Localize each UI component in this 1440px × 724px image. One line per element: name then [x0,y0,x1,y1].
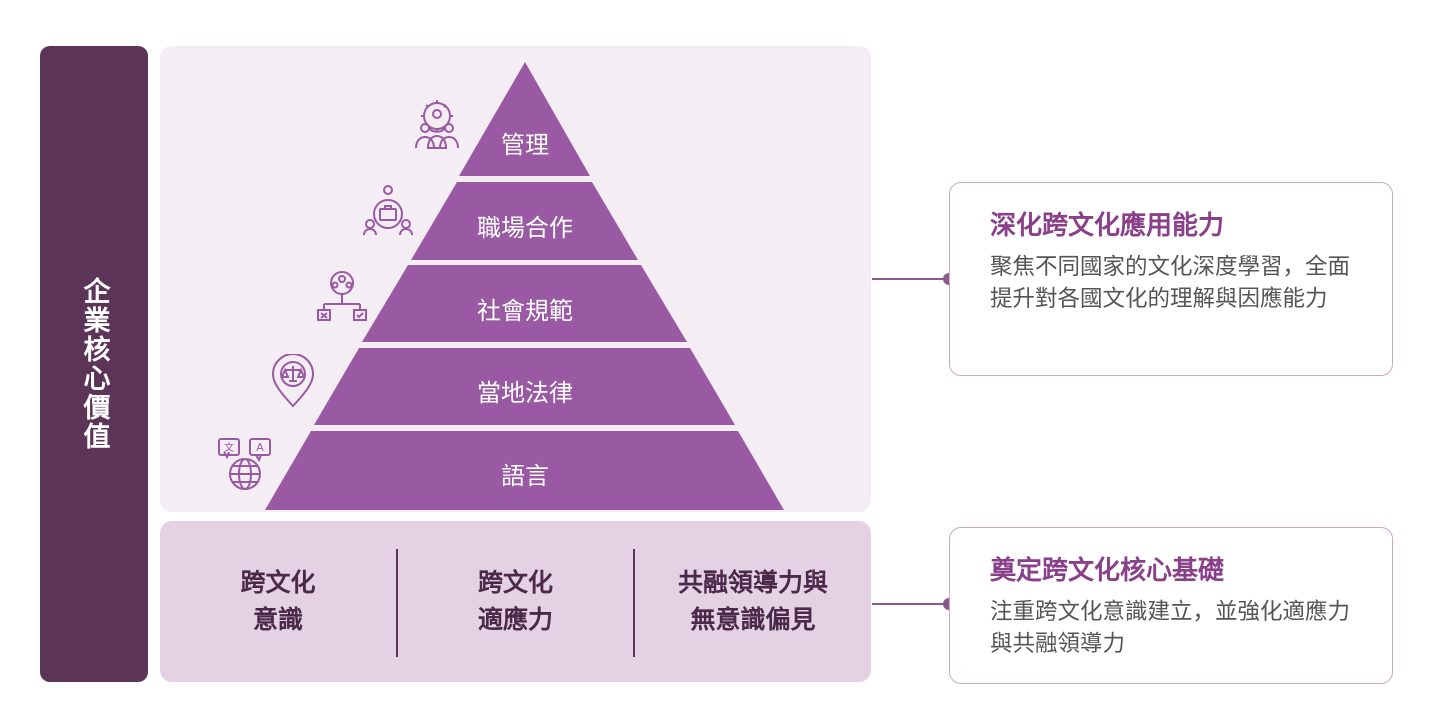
core-values-label: 企業核心價值 [78,277,110,451]
pyramid-label-workplace: 職場合作 [477,214,573,242]
team-gear-icon [415,100,459,149]
people-decision-icon [317,271,367,321]
pyramid-level-2 [411,182,638,260]
callout-title: 奠定跨文化核心基礎 [990,556,1225,586]
callout-body: 注重跨文化意識建立，並強化適應力與共融領導力 [990,599,1351,657]
foundation-col-adaptability: 跨文化 適應力 [398,521,633,682]
callout-deepen: 深化跨文化應用能力 聚焦不同國家的文化深度學習，全面提升對各國文化的理解與因應能… [949,182,1393,376]
pyramid-label-language: 語言 [501,462,549,490]
connector-line-top [872,278,948,280]
network-briefcase-icon [363,185,413,236]
foundation-divider [396,549,398,657]
foundation-col-awareness: 跨文化 意識 [160,521,396,682]
foundation-text-leadership: 共融領導力與 無意識偏見 [677,568,828,634]
translate-globe-icon: 文 A [218,438,271,490]
foundation-panel: 跨文化 意識 跨文化 適應力 共融領導力與 無意識偏見 [160,521,871,682]
foundation-col-leadership: 共融領導力與 無意識偏見 [635,521,871,682]
callout-title: 深化跨文化應用能力 [990,211,1225,241]
svg-text:A: A [256,441,264,454]
pyramid-level-5 [265,431,784,510]
pyramid-label-local-law: 當地法律 [477,379,573,407]
foundation-text-awareness: 跨文化 意識 [240,568,316,634]
pyramid-level-3 [362,265,687,342]
callout-body: 聚焦不同國家的文化深度學習，全面提升對各國文化的理解與因應能力 [990,254,1351,312]
pyramid-label-management: 管理 [501,131,549,159]
foundation-divider [633,549,635,657]
connector-line-bottom [872,603,948,605]
foundation-text-adaptability: 跨文化 適應力 [477,568,553,634]
pyramid-label-social-norms: 社會規範 [477,297,573,325]
svg-text:文: 文 [224,441,234,454]
core-values-bar: 企業核心價值 [40,46,148,682]
scale-pin-icon [271,354,315,408]
callout-foundation: 奠定跨文化核心基礎 注重跨文化意識建立，並強化適應力與共融領導力 [949,527,1393,684]
pyramid-level-4 [314,348,735,425]
pyramid-level-1 [459,62,590,176]
